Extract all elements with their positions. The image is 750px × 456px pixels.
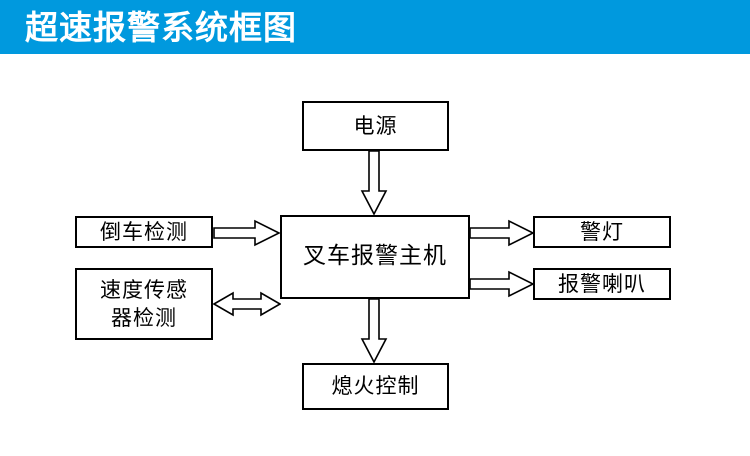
- diagram-node-reverse-detection: 倒车检测: [75, 216, 213, 248]
- block-diagram-canvas: 电源 叉车报警主机 倒车检测 速度传感 器检测 警灯 报警喇叭 熄火控制: [0, 54, 750, 456]
- diagram-node-warning-light: 警灯: [533, 216, 671, 248]
- diagram-node-alarm-horn: 报警喇叭: [533, 268, 671, 300]
- page-title: 超速报警系统框图: [25, 8, 297, 47]
- diagram-node-main-controller: 叉车报警主机: [280, 215, 470, 299]
- diagram-node-power: 电源: [302, 101, 449, 151]
- arrow-down-icon-power-to-main: [357, 150, 391, 216]
- diagram-node-engine-shutdown-control: 熄火控制: [302, 363, 449, 410]
- arrow-right-icon-reverse-to-main: [213, 218, 281, 248]
- header-bar: 超速报警系统框图: [0, 0, 750, 54]
- diagram-node-speed-sensor-detection: 速度传感 器检测: [75, 268, 213, 340]
- arrow-right-icon-main-to-horn: [469, 269, 535, 299]
- arrow-bidirectional-icon-speed-to-main: [213, 289, 281, 319]
- arrow-right-icon-main-to-light: [469, 218, 535, 248]
- arrow-down-icon-main-to-shutdown: [357, 298, 391, 364]
